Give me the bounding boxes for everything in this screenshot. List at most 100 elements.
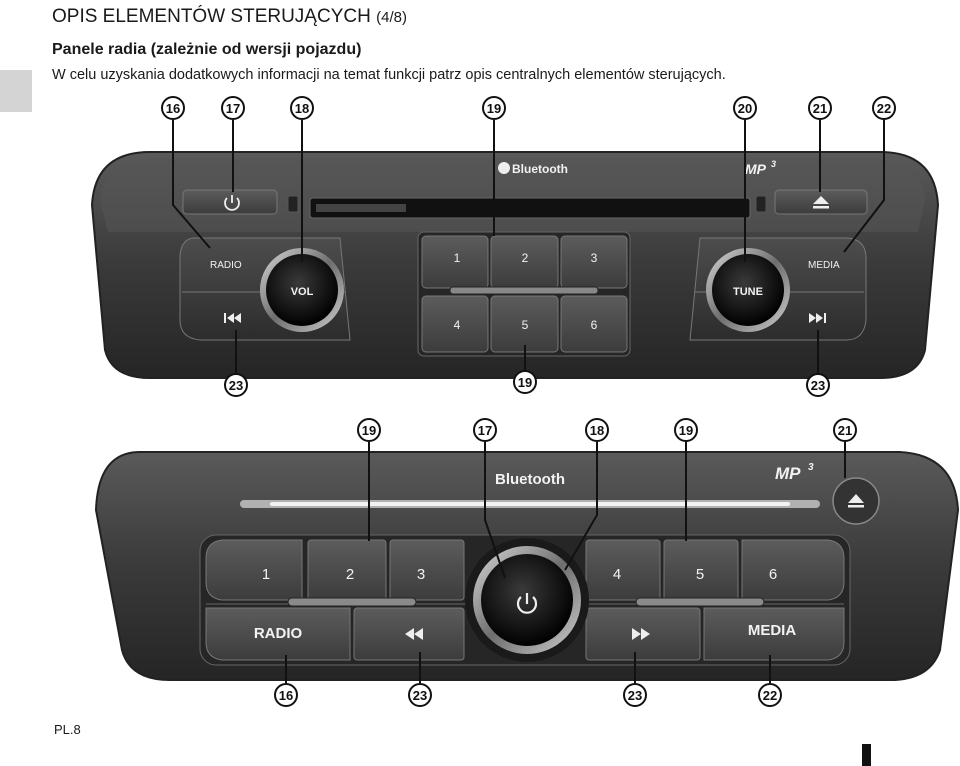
svg-text:1: 1: [262, 566, 270, 583]
callout-22: 22: [758, 683, 782, 707]
callout-23: 23: [806, 373, 830, 397]
page-number: PL.8: [54, 722, 81, 737]
svg-text:20: 20: [738, 101, 752, 116]
svg-text:17: 17: [226, 101, 240, 116]
chapter-tab: [0, 70, 32, 112]
callout-19: 19: [674, 418, 698, 442]
svg-text:23: 23: [628, 688, 642, 703]
preset-1-button[interactable]: 1: [205, 539, 303, 601]
svg-text:2: 2: [522, 251, 529, 265]
radio-button[interactable]: RADIO: [210, 260, 242, 271]
preset-4-button[interactable]: 4: [421, 295, 489, 353]
fast-forward-button[interactable]: [585, 607, 701, 661]
power-icon: [516, 593, 538, 614]
svg-text:19: 19: [679, 423, 693, 438]
svg-text:RADIO: RADIO: [210, 260, 242, 271]
eject-icon: [848, 494, 864, 508]
preset-4-button[interactable]: 4: [585, 539, 661, 601]
preset-divider-bar: [287, 597, 417, 607]
svg-text:2: 2: [346, 566, 354, 583]
svg-text:3: 3: [771, 159, 776, 169]
page-corner-mark: [862, 744, 871, 766]
power-button[interactable]: [182, 189, 278, 215]
svg-text:RADIO: RADIO: [254, 625, 303, 642]
svg-text:23: 23: [229, 378, 243, 393]
fast-forward-icon: [632, 628, 650, 640]
preset-divider-bar: [449, 286, 599, 295]
svg-text:MP: MP: [775, 464, 801, 483]
svg-text:16: 16: [279, 688, 293, 703]
intro-text: W celu uzyskania dodatkowych informacji …: [52, 67, 726, 83]
svg-text:21: 21: [838, 423, 852, 438]
cd-slot[interactable]: [309, 197, 751, 219]
eject-button[interactable]: [774, 189, 868, 215]
radio-button[interactable]: RADIO: [205, 607, 351, 661]
eject-button[interactable]: [832, 477, 880, 525]
mp3-logo: MP 3: [745, 159, 776, 177]
svg-text:6: 6: [591, 318, 598, 332]
callout-21: 21: [833, 418, 857, 442]
callout-16: 16: [161, 96, 185, 120]
media-button[interactable]: MEDIA: [703, 607, 845, 661]
callout-lines-2: [285, 442, 846, 683]
prev-track-button[interactable]: [224, 313, 241, 323]
preset-2-button[interactable]: 2: [307, 539, 387, 601]
bluetooth-logo: Bluetooth: [498, 162, 568, 176]
svg-text:3: 3: [591, 251, 598, 265]
radio-panel-2: Bluetooth MP 3 1 2 3: [94, 418, 960, 707]
rewind-button[interactable]: [353, 607, 465, 661]
callout-22: 22: [872, 96, 896, 120]
callout-18: 18: [290, 96, 314, 120]
media-button[interactable]: MEDIA: [808, 260, 840, 271]
callout-23: 23: [224, 373, 248, 397]
callout-20: 20: [733, 96, 757, 120]
power-volume-knob[interactable]: [465, 538, 589, 662]
callout-lines-1: [172, 120, 885, 373]
svg-text:19: 19: [487, 101, 501, 116]
callout-16: 16: [274, 683, 298, 707]
next-track-button[interactable]: [809, 313, 826, 323]
svg-text:19: 19: [518, 375, 532, 390]
svg-text:5: 5: [696, 566, 704, 583]
volume-knob[interactable]: VOL: [260, 248, 344, 332]
callout-19: 19: [357, 418, 381, 442]
callout-23: 23: [623, 683, 647, 707]
preset-6-button[interactable]: 6: [741, 539, 845, 601]
power-icon: [224, 195, 240, 211]
svg-text:19: 19: [362, 423, 376, 438]
page-counter: (4/8): [376, 9, 407, 26]
svg-text:23: 23: [413, 688, 427, 703]
preset-5-button[interactable]: 5: [490, 295, 559, 353]
tune-knob[interactable]: TUNE: [706, 248, 790, 332]
callout-19: 19: [482, 96, 506, 120]
page-title: OPIS ELEMENTÓW STERUJĄCYCH (4/8): [52, 6, 407, 27]
next-track-icon: [809, 313, 826, 323]
callout-21: 21: [808, 96, 832, 120]
radio-panel-1: Bluetooth MP 3 RADIO VOL: [90, 96, 940, 397]
svg-text:MP: MP: [745, 161, 767, 177]
callout-17: 17: [473, 418, 497, 442]
preset-6-button[interactable]: 6: [560, 295, 628, 353]
bluetooth-logo: Bluetooth: [495, 471, 565, 488]
svg-text:Bluetooth: Bluetooth: [495, 471, 565, 488]
preset-2-button[interactable]: 2: [490, 235, 559, 289]
preset-3-button[interactable]: 3: [389, 539, 465, 601]
preset-divider-bar: [635, 597, 765, 607]
callout-23: 23: [408, 683, 432, 707]
preset-5-button[interactable]: 5: [663, 539, 739, 601]
svg-text:4: 4: [454, 318, 461, 332]
svg-text:16: 16: [166, 101, 180, 116]
svg-text:5: 5: [522, 318, 529, 332]
prev-track-icon: [224, 313, 241, 323]
svg-text:Bluetooth: Bluetooth: [512, 162, 568, 176]
svg-text:17: 17: [478, 423, 492, 438]
svg-text:4: 4: [613, 566, 621, 583]
preset-3-button[interactable]: 3: [560, 235, 628, 289]
rewind-icon: [405, 628, 423, 640]
svg-text:22: 22: [763, 688, 777, 703]
callout-17: 17: [221, 96, 245, 120]
preset-1-button[interactable]: 1: [421, 235, 489, 289]
svg-text:TUNE: TUNE: [733, 286, 763, 298]
callout-19: 19: [513, 370, 537, 394]
